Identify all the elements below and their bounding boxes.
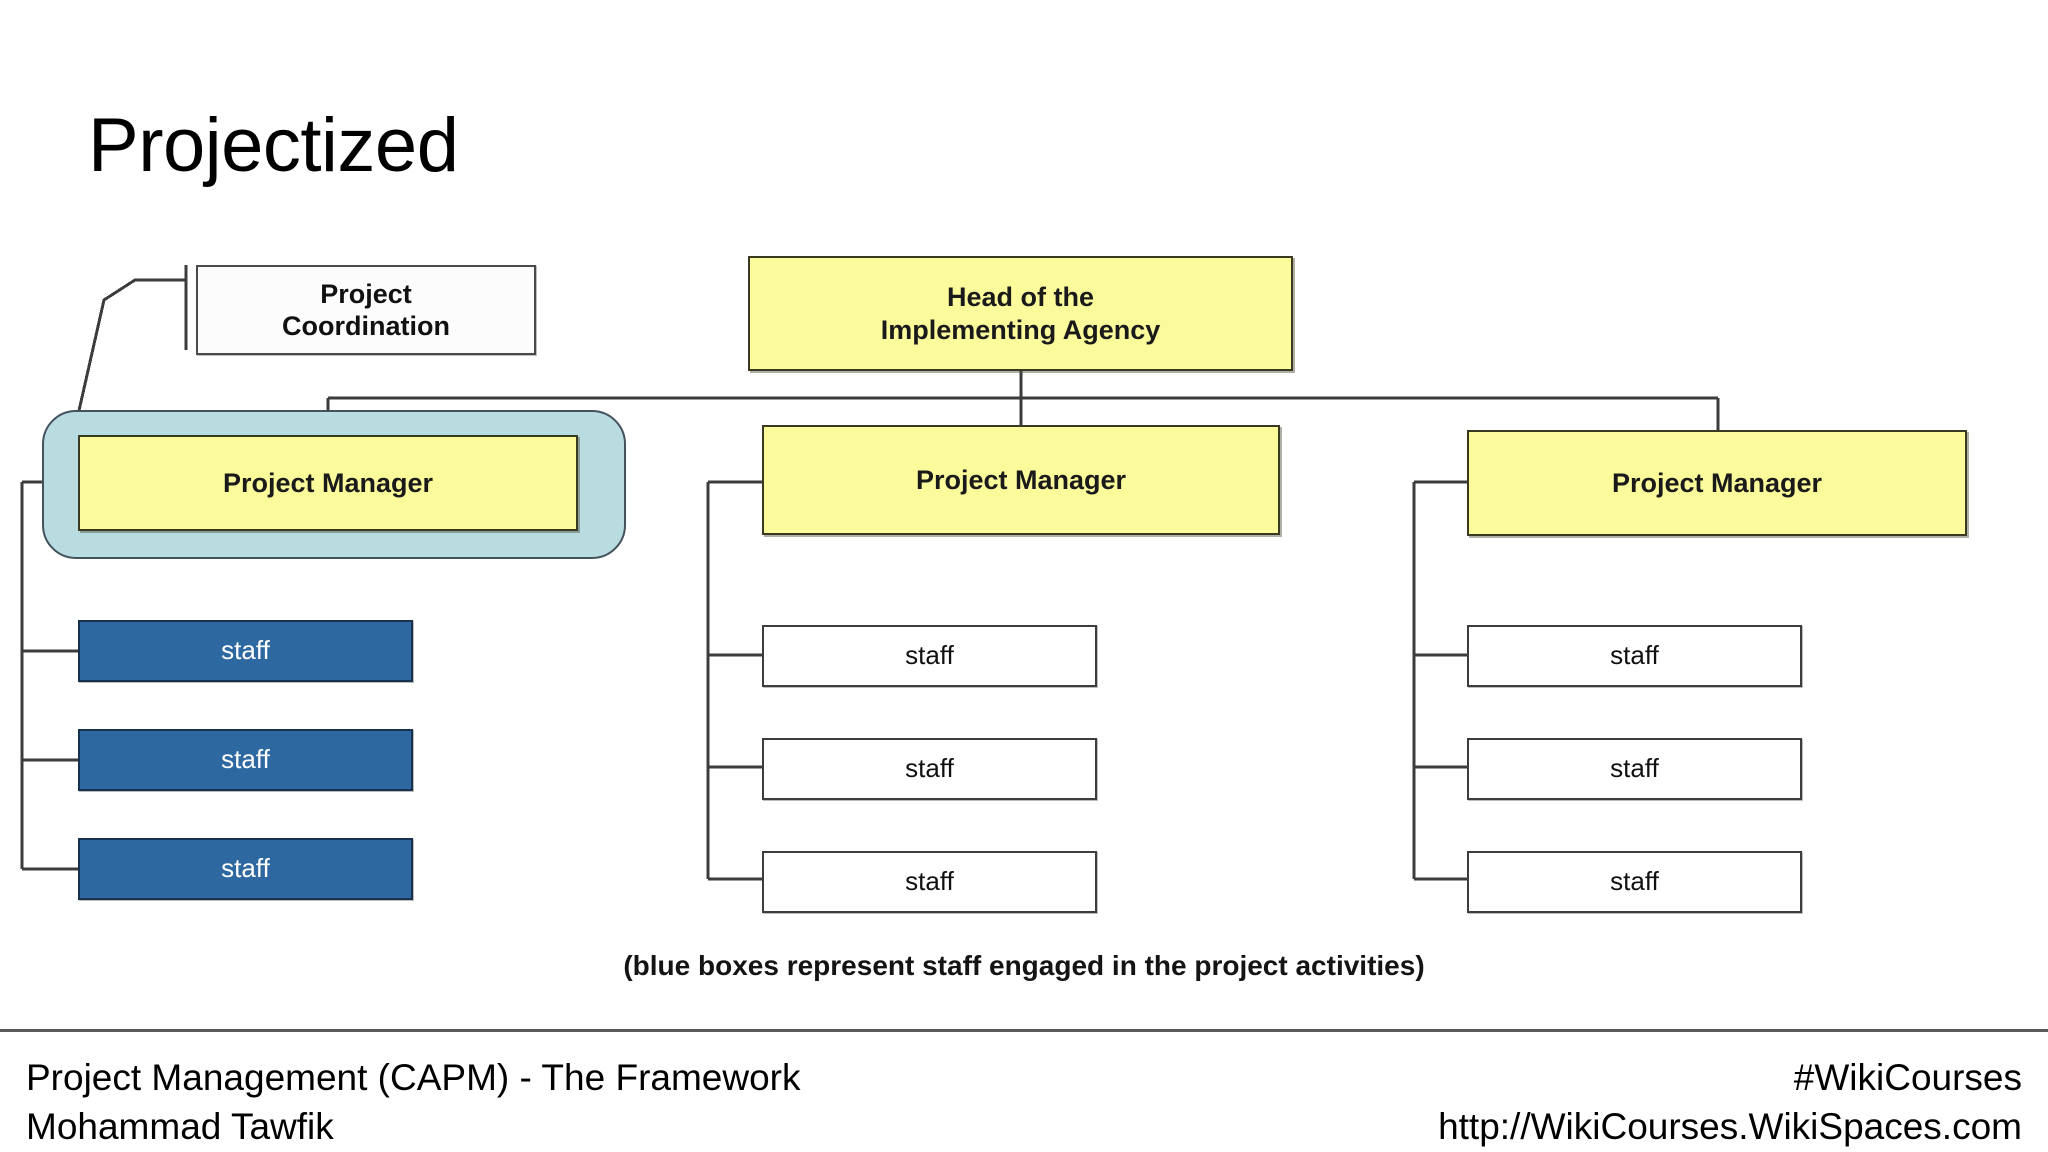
footer-right-block: #WikiCourses http://WikiCourses.WikiSpac… (1438, 1054, 2022, 1152)
footer-url[interactable]: http://WikiCourses.WikiSpaces.com (1438, 1105, 2022, 1147)
node-project-manager-3[interactable]: Project Manager (1467, 430, 1967, 536)
slide-footer: Project Management (CAPM) - The Framewor… (0, 1040, 2048, 1152)
staff-label: staff (221, 853, 270, 884)
node-staff-col2-3[interactable]: staff (762, 851, 1097, 913)
node-staff-col1-1[interactable]: staff (78, 620, 413, 682)
org-chart: Project Coordination Head of the Impleme… (20, 256, 1967, 981)
footer-course-title: Project Management (CAPM) - The Framewor… (26, 1057, 801, 1098)
node-staff-col3-2[interactable]: staff (1467, 738, 1802, 800)
staff-label: staff (1610, 640, 1659, 671)
node-staff-col3-3[interactable]: staff (1467, 851, 1802, 913)
node-staff-col2-1[interactable]: staff (762, 625, 1097, 687)
note-line-2: Coordination (282, 311, 450, 341)
node-staff-col2-2[interactable]: staff (762, 738, 1097, 800)
page-title: Projectized (88, 103, 459, 188)
staff-label: staff (905, 753, 954, 784)
note-leader-line (76, 278, 186, 416)
node-head-of-implementing-agency[interactable]: Head of the Implementing Agency (748, 256, 1293, 371)
head-line-1: Head of the (946, 282, 1094, 313)
staff-label: staff (905, 640, 954, 671)
footer-left-block: Project Management (CAPM) - The Framewor… (26, 1054, 801, 1152)
node-project-manager-1[interactable]: Project Manager (78, 435, 578, 531)
footer-divider (0, 1029, 2048, 1032)
footer-hashtag: #WikiCourses (1793, 1057, 2022, 1098)
staff-label: staff (1610, 866, 1659, 897)
footer-author: Mohammad Tawfik (26, 1105, 334, 1147)
node-staff-col1-2[interactable]: staff (78, 729, 413, 791)
node-staff-col3-1[interactable]: staff (1467, 625, 1802, 687)
staff-label: staff (905, 866, 954, 897)
project-manager-2-label: Project Manager (915, 464, 1127, 495)
project-manager-3-label: Project Manager (1611, 467, 1823, 498)
note-project-coordination[interactable]: Project Coordination (196, 265, 536, 355)
head-line-2: Implementing Agency (880, 314, 1161, 345)
staff-label: staff (221, 635, 270, 666)
note-line-1: Project (320, 278, 412, 309)
node-staff-col1-3[interactable]: staff (78, 838, 413, 900)
node-project-manager-2[interactable]: Project Manager (762, 425, 1280, 535)
staff-label: staff (221, 744, 270, 775)
chart-caption: (blue boxes represent staff engaged in t… (623, 950, 1425, 981)
staff-label: staff (1610, 753, 1659, 784)
project-manager-1-label: Project Manager (222, 467, 434, 498)
